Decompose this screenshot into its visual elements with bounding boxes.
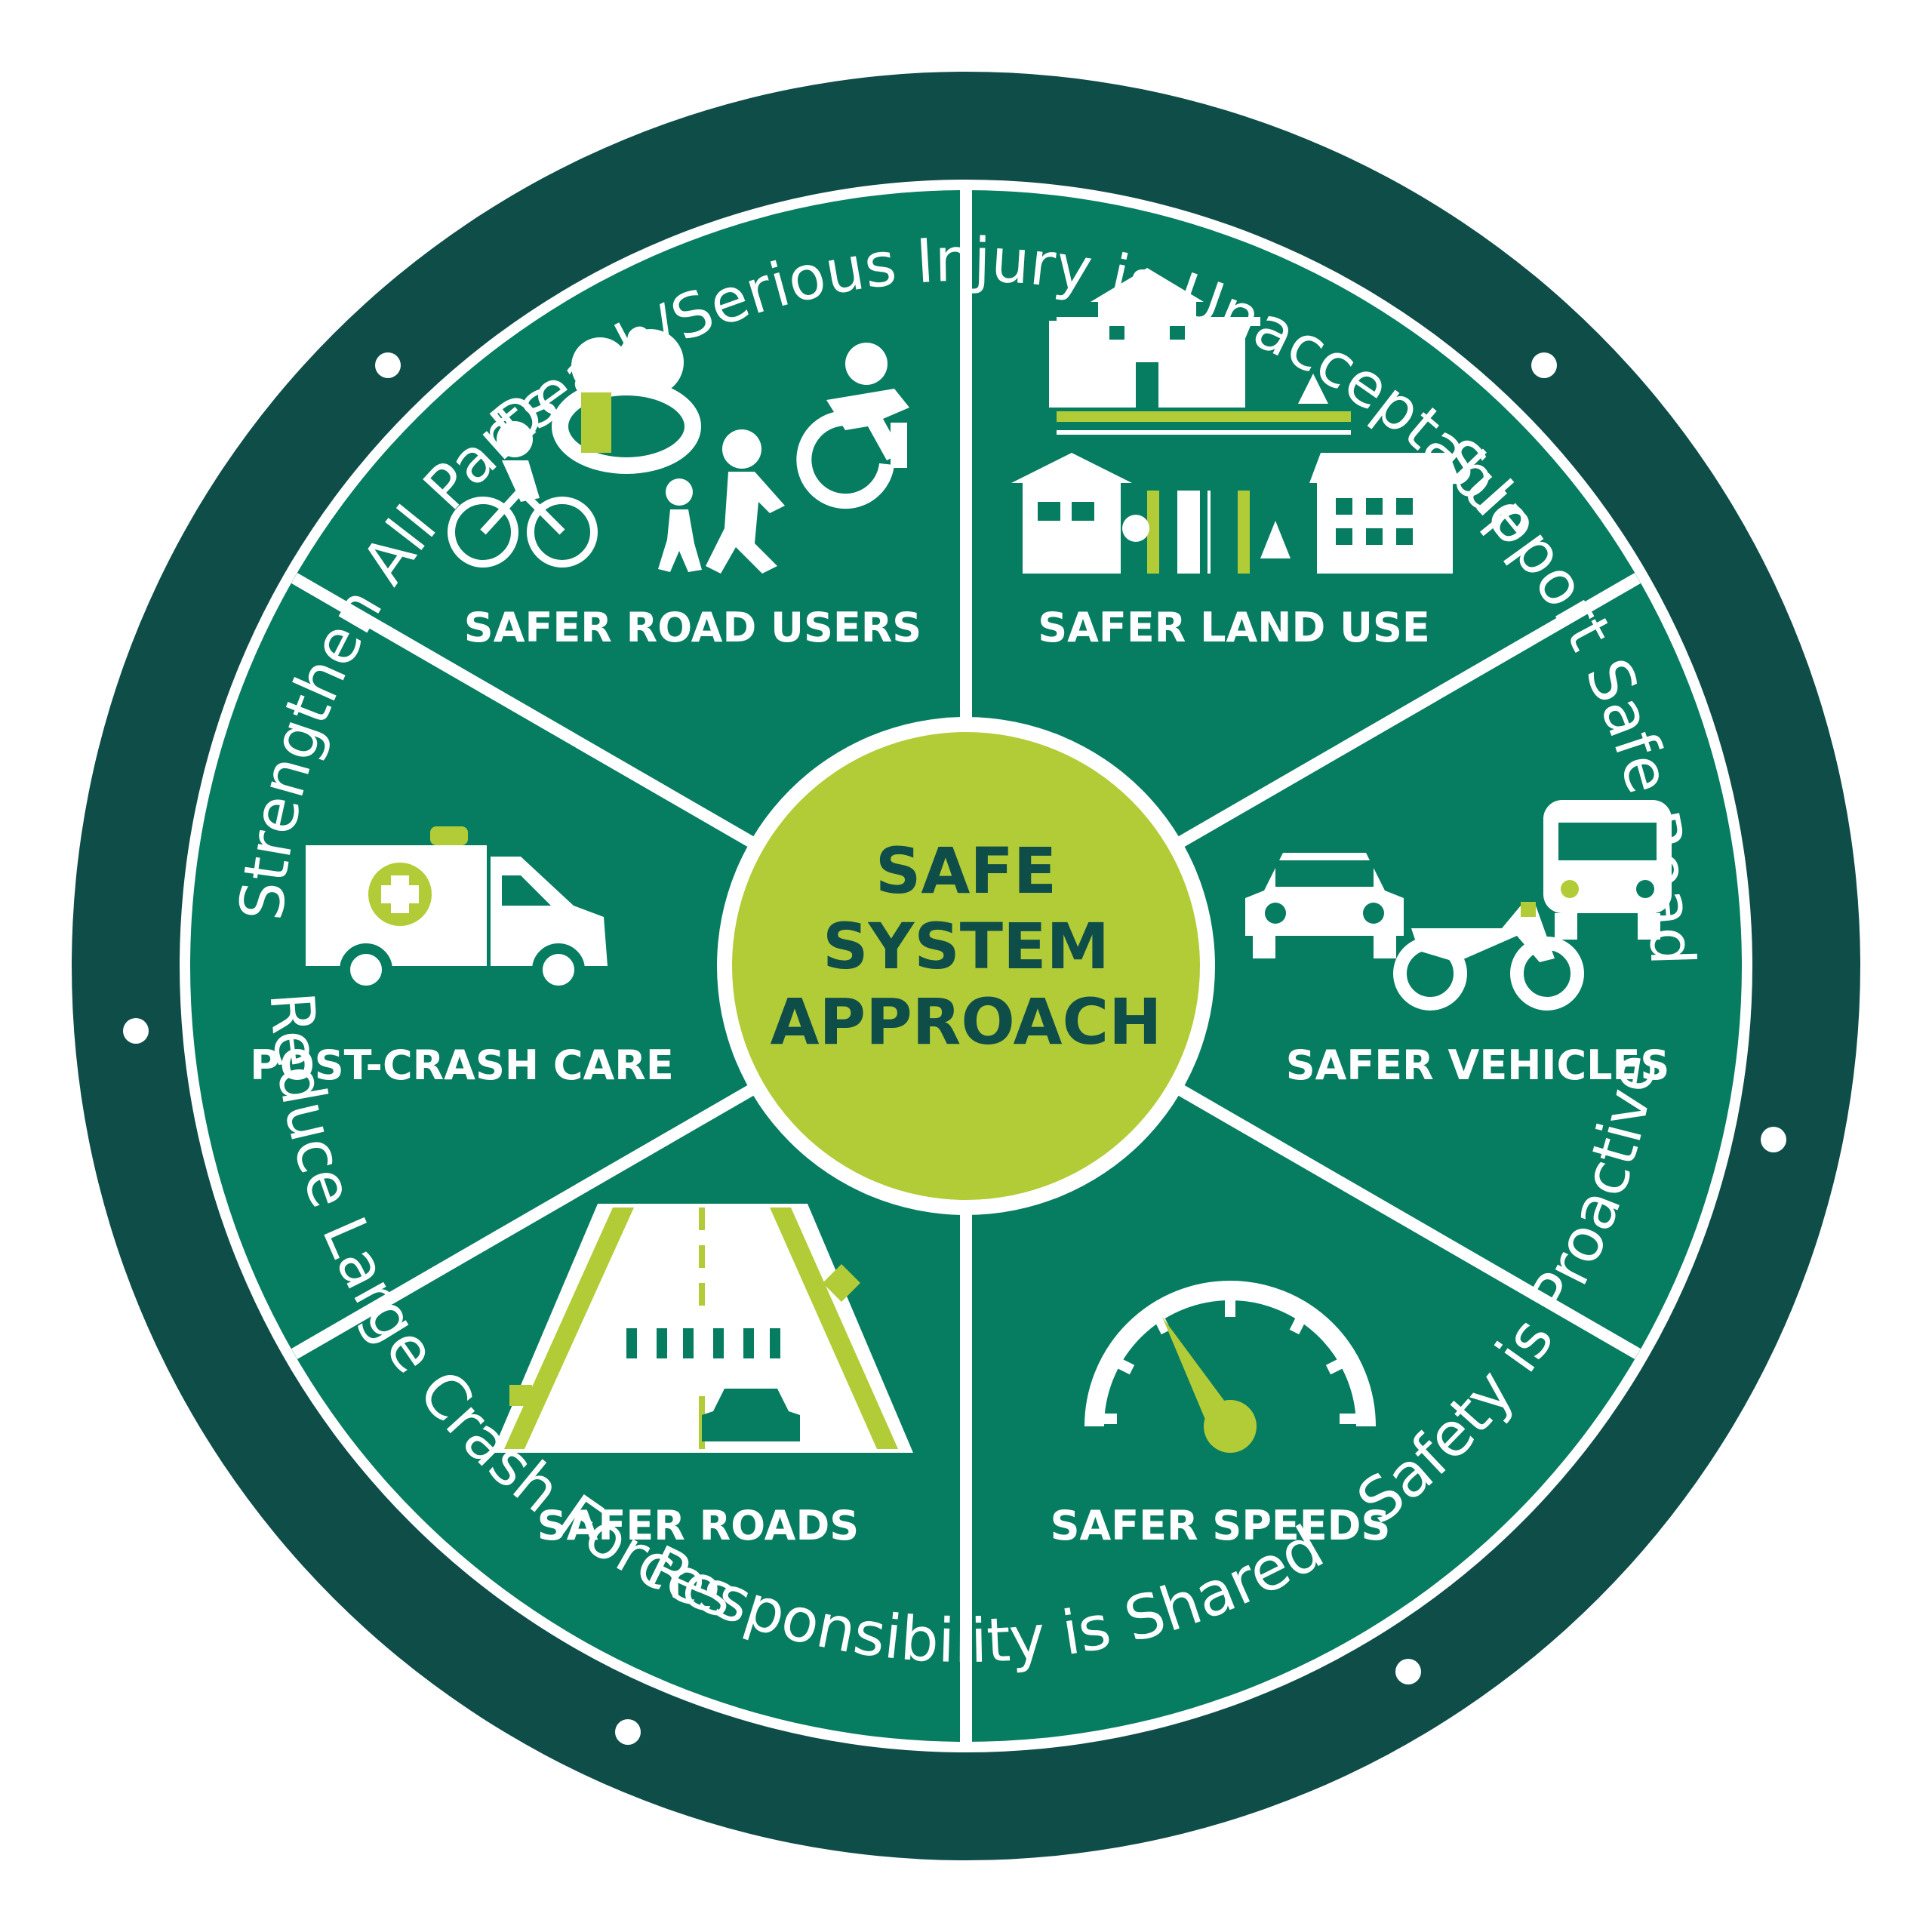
center-title-line-1: SAFE — [875, 834, 1057, 908]
segment-label-road-users: SAFER ROAD USERS — [464, 604, 921, 651]
segment-label-speeds: SAFER SPEEDS — [1051, 1502, 1391, 1549]
road-crosswalk-icon — [492, 1204, 913, 1453]
pedestrian-cyclist-wheelchair-icon — [448, 329, 909, 574]
center-hub — [732, 732, 1200, 1200]
ambulance-icon — [306, 826, 608, 996]
buildings-street-icon — [1011, 268, 1460, 574]
speedometer-icon — [1084, 1281, 1376, 1453]
segment-label-vehicles: SAFER VEHICLES — [1286, 1041, 1670, 1089]
car-bus-motorcycle-icon — [1245, 800, 1672, 1011]
segment-label-post-crash: POST-CRASH CARE — [250, 1041, 673, 1089]
segment-label-land-use: SAFER LAND USE — [1038, 604, 1430, 651]
segment-label-roads: SAFER ROADS — [537, 1502, 859, 1549]
center-title-line-2: SYSTEM — [823, 909, 1109, 983]
center-title-line-3: APPROACH — [771, 985, 1162, 1059]
ring-separator-dots — [123, 352, 1786, 1745]
